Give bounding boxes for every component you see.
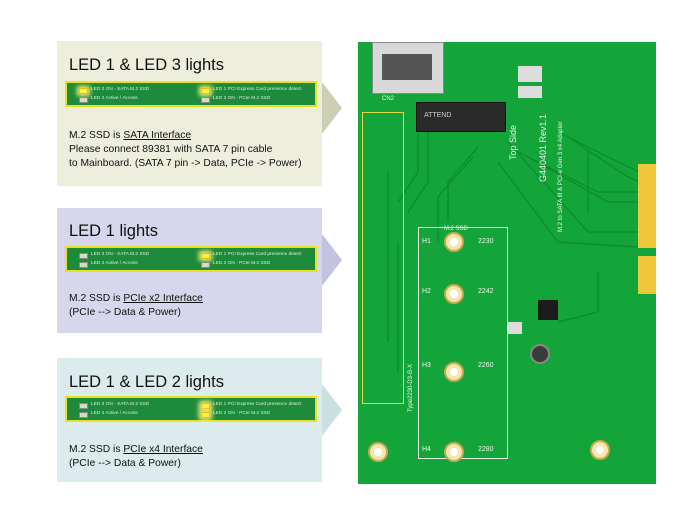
- led-4-indicator: [79, 262, 88, 268]
- desc-prefix: M.2 SSD is: [69, 130, 124, 141]
- pcie-gold-fingers-lower: [638, 256, 656, 294]
- mount-hole-2242: [444, 284, 464, 304]
- led-4-indicator: [79, 412, 88, 418]
- type-label: Type2230-D3-B-X: [408, 363, 414, 412]
- size-label: 2230: [478, 238, 494, 245]
- led-3-indicator: [79, 253, 88, 259]
- m2-slot: [416, 102, 506, 132]
- panel-led1: LED 1 lights LED 3 ON - SATA M.2 SSD LED…: [57, 208, 322, 333]
- led-4-indicator: [79, 97, 88, 103]
- cn2-label: CN2: [382, 96, 395, 102]
- led-strip-label: LED 2 ON - PCIe M.2 SSD: [213, 261, 271, 266]
- panel-title: LED 1 lights: [69, 222, 158, 240]
- led-3-indicator: [79, 403, 88, 409]
- top-side-label: Top Side: [508, 124, 518, 160]
- led-strip-closeup: LED 3 ON - SATA M.2 SSD LED 4 Active / A…: [65, 81, 317, 107]
- hole-label: H3: [422, 362, 431, 369]
- size-label: 2280: [478, 446, 494, 453]
- interface-name: PCIe x4 Interface: [123, 444, 203, 455]
- desc-rest: (PCIe --> Data & Power): [69, 307, 181, 318]
- led-2-indicator: [201, 97, 210, 103]
- mount-hole-2230: [444, 232, 464, 252]
- led-strip-label: LED 4 Active / Access: [91, 261, 138, 266]
- panel-title: LED 1 & LED 3 lights: [69, 56, 224, 74]
- m2-ssd-label: M.2 SSD: [444, 226, 469, 232]
- mount-hole-2280: [444, 442, 464, 462]
- panel-led1-led3: LED 1 & LED 3 lights LED 3 ON - SATA M.2…: [57, 41, 322, 186]
- panel-arrow: [322, 384, 342, 436]
- led-1-indicator: [201, 403, 210, 409]
- led-2-indicator: [201, 412, 210, 418]
- pcb-traces: [387, 102, 641, 372]
- led-strip-label: LED 3 ON - SATA M.2 SSD: [91, 87, 150, 92]
- led-1-indicator: [201, 88, 210, 94]
- panel-description: M.2 SSD is PCIe x2 Interface (PCIe --> D…: [69, 292, 203, 320]
- desc-prefix: M.2 SSD is: [69, 444, 124, 455]
- interface-name: SATA Interface: [123, 130, 192, 141]
- interface-name: PCIe x2 Interface: [123, 293, 203, 304]
- panel-background: [57, 41, 322, 186]
- attend-label: ATTEND: [424, 112, 452, 119]
- panel-title: LED 1 & LED 2 lights: [69, 373, 224, 391]
- led-1-indicator: [201, 253, 210, 259]
- chip: [538, 300, 558, 320]
- led-strip-label: LED 1 PCI Express Card presence detect: [213, 87, 302, 92]
- panel-arrow: [322, 234, 342, 286]
- led-strip-closeup: LED 3 ON - SATA M.2 SSD LED 4 Active / A…: [65, 396, 317, 422]
- panel-description: M.2 SSD is PCIe x4 Interface (PCIe --> D…: [69, 443, 203, 471]
- led-strip-label: LED 2 ON - PCIe M.2 SSD: [213, 411, 271, 416]
- panel-led1-led2: LED 1 & LED 2 lights LED 3 ON - SATA M.2…: [57, 358, 322, 482]
- desc-rest: (PCIe --> Data & Power): [69, 458, 181, 469]
- led-strip-label: LED 4 Active / Access: [91, 411, 138, 416]
- m2-ssd-area: [418, 227, 508, 459]
- desc-prefix: M.2 SSD is: [69, 293, 124, 304]
- panel-arrow: [322, 82, 342, 134]
- hole-label: H1: [422, 238, 431, 245]
- revision-label: G440401 Rev1.1: [538, 113, 548, 182]
- inductor: [530, 344, 550, 364]
- hole-label: H2: [422, 288, 431, 295]
- size-label: 2242: [478, 288, 494, 295]
- pcb-board: CN2 ATTEND Top Side G440401 Rev1.1 M.2 t…: [358, 42, 656, 484]
- mount-hole-2260: [444, 362, 464, 382]
- desc-rest: Please connect 89381 with SATA 7 pin cab…: [69, 144, 302, 169]
- led-strip-label: LED 1 PCI Express Card presence detect: [213, 252, 302, 257]
- led-3-indicator: [79, 88, 88, 94]
- led-strip-label: LED 3 ON - SATA M.2 SSD: [91, 402, 150, 407]
- corner-hole: [368, 442, 388, 462]
- led-strip-label: LED 2 ON - PCIe M.2 SSD: [213, 96, 271, 101]
- component: [508, 322, 522, 334]
- led-strip-closeup: LED 3 ON - SATA M.2 SSD LED 4 Active / A…: [65, 246, 317, 272]
- led-strip-label: LED 1 PCI Express Card presence detect: [213, 402, 302, 407]
- component: [518, 66, 542, 82]
- corner-hole: [590, 440, 610, 460]
- product-label: M.2 to SATA III & PCI-e Gen 3 x4 Adapter: [558, 121, 564, 233]
- pcie-gold-fingers-upper: [638, 164, 656, 248]
- panel-description: M.2 SSD is SATA Interface Please connect…: [69, 129, 302, 171]
- led-2-indicator: [201, 262, 210, 268]
- sata-connector-inner: [382, 54, 432, 80]
- led-strip-label: LED 4 Active / Access: [91, 96, 138, 101]
- led-strip-label: LED 3 ON - SATA M.2 SSD: [91, 252, 150, 257]
- component: [518, 86, 542, 98]
- size-label: 2260: [478, 362, 494, 369]
- led-area-highlight: [362, 112, 404, 404]
- hole-label: H4: [422, 446, 431, 453]
